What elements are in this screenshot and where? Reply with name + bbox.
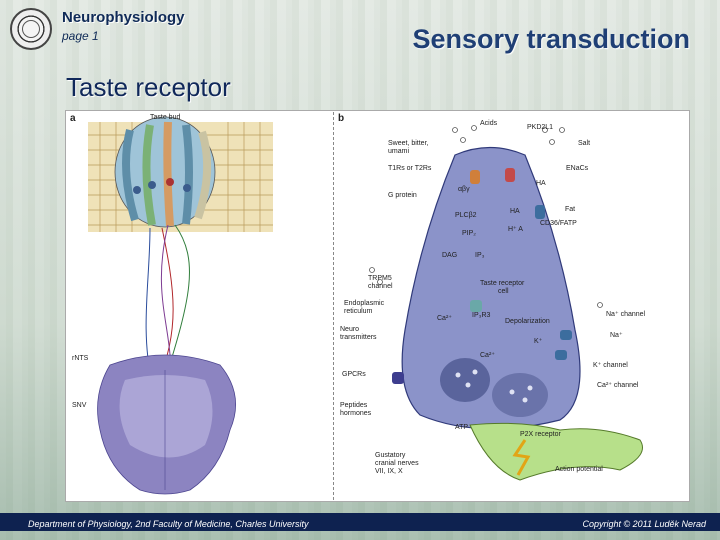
label-gpcrs: GPCRs bbox=[342, 371, 366, 378]
label-salt: Salt bbox=[578, 140, 591, 147]
label-pkd2l1: PKD2L1 bbox=[527, 124, 554, 131]
label-hormones: hormones bbox=[340, 410, 372, 417]
label-ha-top: HA bbox=[536, 180, 546, 187]
label-na-channel: Na⁺ channel bbox=[606, 311, 646, 318]
label-plcb2: PLCβ2 bbox=[455, 212, 477, 219]
page-number: page 1 bbox=[62, 29, 99, 43]
label-er: Endoplasmic bbox=[344, 300, 385, 307]
label-cranial: cranial nerves bbox=[375, 460, 419, 467]
slide-subtitle: Taste receptor bbox=[66, 72, 231, 102]
label-channel: channel bbox=[368, 283, 393, 290]
label-ip3: IP₃ bbox=[475, 252, 485, 259]
label-dag: DAG bbox=[442, 252, 458, 259]
gustatory-nerve bbox=[469, 422, 643, 481]
ligand-dots bbox=[369, 125, 603, 308]
panel-divider bbox=[333, 112, 334, 500]
footer-department: Department of Physiology, 2nd Faculty of… bbox=[28, 519, 309, 529]
footer-bar bbox=[0, 513, 720, 531]
label-rnts: rNTS bbox=[72, 355, 89, 362]
label-nerves: VII, IX, X bbox=[375, 468, 403, 475]
label-trc: Taste receptor bbox=[480, 280, 525, 287]
footer-copyright: Copyright © 2011 Luděk Nerad bbox=[582, 519, 706, 529]
label-ha-low: H⁺ A bbox=[508, 226, 523, 233]
label-ca-small: Ca²⁺ bbox=[437, 315, 452, 322]
label-depolarization: Depolarization bbox=[505, 318, 550, 325]
label-sweet: Sweet, bitter, bbox=[388, 140, 429, 147]
label-fat: Fat bbox=[565, 206, 576, 213]
course-title: Neurophysiology bbox=[62, 9, 185, 26]
label-gustatory: Gustatory bbox=[375, 452, 406, 459]
receptor-proteins bbox=[392, 168, 572, 384]
label-action-potential: Action potential bbox=[555, 466, 603, 473]
taste-bud bbox=[114, 116, 216, 228]
label-transmitters: transmitters bbox=[340, 334, 377, 341]
label-ca2: Ca²⁺ bbox=[480, 352, 495, 359]
label-peptides: Peptides bbox=[340, 402, 368, 409]
label-gprotein: G protein bbox=[388, 192, 417, 199]
label-t1r: T1Rs or T2Rs bbox=[388, 165, 432, 172]
label-cd36: CD36/FATP bbox=[540, 220, 577, 227]
label-cell: cell bbox=[498, 288, 509, 295]
label-atp: ATP bbox=[455, 424, 469, 431]
label-ha-mid: HA bbox=[510, 208, 520, 215]
slide-title: Sensory transduction bbox=[412, 24, 690, 54]
label-acids: Acids bbox=[480, 120, 498, 127]
label-umami: umami bbox=[388, 148, 410, 155]
label-neuro: Neuro bbox=[340, 326, 360, 333]
label-k-channel: K⁺ channel bbox=[593, 362, 628, 369]
brainstem bbox=[97, 354, 236, 495]
label-trpm5: TRPM5 bbox=[368, 275, 392, 282]
label-aby: αβγ bbox=[458, 186, 470, 193]
label-ca-channel: Ca²⁺ channel bbox=[597, 382, 639, 389]
taste-receptor-cell bbox=[401, 146, 581, 430]
label-k: K⁺ bbox=[534, 338, 543, 345]
label-p2x: P2X receptor bbox=[520, 431, 561, 438]
label-pip2: PIP₂ bbox=[462, 230, 476, 237]
label-enac: ENaCs bbox=[566, 165, 589, 172]
panel-a-letter: a bbox=[70, 113, 76, 124]
label-ip3r3: IP₃R3 bbox=[472, 312, 491, 319]
label-reticulum: reticulum bbox=[344, 308, 373, 315]
label-na: Na⁺ bbox=[610, 332, 623, 339]
panel-b-letter: b bbox=[338, 113, 345, 124]
label-taste-bud: Taste bud bbox=[150, 114, 181, 121]
label-snv: SNV bbox=[72, 402, 87, 409]
university-seal-icon bbox=[10, 8, 52, 50]
